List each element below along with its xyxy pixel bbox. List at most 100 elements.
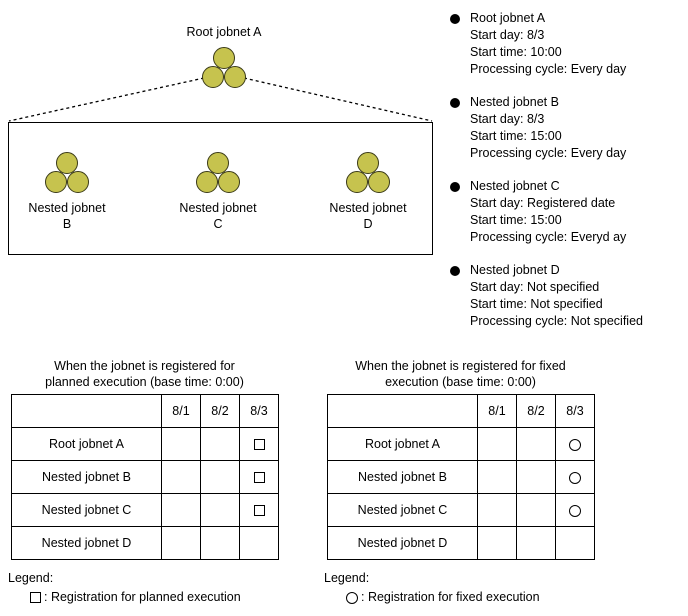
bullet-icon	[450, 14, 460, 24]
legend-entry: : Registration for fixed execution	[324, 587, 540, 607]
table-row: Root jobnet A	[327, 427, 595, 461]
planned-execution-caption: When the jobnet is registered for planne…	[45, 359, 244, 389]
root-jobnet-label: Root jobnet A	[186, 25, 262, 39]
circle-marker-icon	[569, 438, 581, 451]
schedule-cell	[516, 427, 556, 461]
schedule-cell	[239, 460, 279, 494]
circle-marker-icon	[569, 471, 581, 484]
table-header-row: 8/1 8/2 8/3	[11, 394, 279, 428]
jobnet-icon	[195, 152, 241, 194]
jobnet-start-day: Start day: Registered date	[470, 196, 616, 210]
jobnet-processing-cycle: Processing cycle: Everyd ay	[470, 230, 627, 244]
schedule-cell	[477, 427, 517, 461]
jobnet-name-cell: Nested jobnet C	[327, 493, 478, 527]
jobnet-property-title: Nested jobnet D	[470, 263, 560, 277]
column-header-cell: 8/1	[161, 394, 201, 428]
jobnet-hierarchy-diagram: Root jobnet A Nested jobnet B Nested job…	[0, 0, 440, 270]
schedule-cell	[516, 493, 556, 527]
jobnet-start-time: Start time: 15:00	[470, 129, 562, 143]
planned-execution-block: When the jobnet is registered for planne…	[11, 358, 279, 560]
jobnet-icon-circle-top	[207, 152, 229, 174]
jobnet-icon-circle-top	[357, 152, 379, 174]
schedule-cell	[477, 460, 517, 494]
jobnet-property-group: Root jobnet A Start day: 8/3 Start time:…	[448, 10, 688, 78]
schedule-cell	[239, 493, 279, 527]
fixed-execution-caption: When the jobnet is registered for fixed …	[355, 359, 566, 389]
column-header-cell: 8/3	[239, 394, 279, 428]
jobnet-processing-cycle: Processing cycle: Every day	[470, 146, 627, 160]
schedule-cell	[477, 493, 517, 527]
schedule-cell	[239, 427, 279, 461]
schedule-cell	[516, 460, 556, 494]
jobnet-icon-circle-right	[224, 66, 246, 88]
schedule-cell	[200, 460, 240, 494]
schedule-cell	[200, 526, 240, 560]
jobnet-processing-cycle: Processing cycle: Every day	[470, 62, 627, 76]
column-header-cell: 8/2	[200, 394, 240, 428]
jobnet-start-day: Start day: 8/3	[470, 112, 545, 126]
jobnet-start-day: Start day: Not specified	[470, 280, 600, 294]
jobnet-icon-circle-right	[368, 171, 390, 193]
legend-title: Legend:	[324, 571, 370, 585]
nested-jobnet-b-label: Nested jobnet B	[28, 201, 106, 231]
schedule-cell	[239, 526, 279, 560]
jobnet-name-cell: Root jobnet A	[11, 427, 162, 461]
jobnet-icon-circle-top	[213, 47, 235, 69]
schedule-cell	[200, 493, 240, 527]
jobnet-icon	[44, 152, 90, 194]
jobnet-icon	[345, 152, 391, 194]
schedule-cell	[555, 427, 595, 461]
jobnet-property-group: Nested jobnet C Start day: Registered da…	[448, 178, 688, 246]
table-row: Nested jobnet C	[11, 493, 279, 527]
column-header-cell: 8/2	[516, 394, 556, 428]
jobnet-processing-cycle: Processing cycle: Not specified	[470, 314, 643, 328]
column-header-cell: 8/3	[555, 394, 595, 428]
nested-jobnet-d-label: Nested jobnet D	[329, 201, 407, 231]
legend-entry-text: : Registration for planned execution	[44, 590, 241, 604]
schedule-cell	[555, 526, 595, 560]
legend-entry: : Registration for planned execution	[8, 587, 241, 607]
jobnet-icon-circle-right	[67, 171, 89, 193]
bullet-icon	[450, 98, 460, 108]
circle-marker-icon	[346, 591, 358, 604]
legend-title: Legend:	[8, 571, 54, 585]
jobnet-icon-circle-left	[196, 171, 218, 193]
jobnet-icon-circle-left	[45, 171, 67, 193]
nested-jobnet-c-label: Nested jobnet C	[179, 201, 257, 231]
schedule-cell	[555, 493, 595, 527]
column-header-cell: 8/1	[477, 394, 517, 428]
jobnet-icon-circle-right	[218, 171, 240, 193]
corner-header-cell	[327, 394, 478, 428]
jobnet-property-title: Nested jobnet B	[470, 95, 559, 109]
fixed-execution-legend: Legend: : Registration for fixed executi…	[324, 570, 540, 607]
jobnet-icon-circle-left	[346, 171, 368, 193]
table-row: Nested jobnet D	[11, 526, 279, 560]
jobnet-icon-circle-left	[202, 66, 224, 88]
jobnet-property-group: Nested jobnet B Start day: 8/3 Start tim…	[448, 94, 688, 162]
jobnet-property-group: Nested jobnet D Start day: Not specified…	[448, 262, 688, 330]
schedule-cell	[161, 526, 201, 560]
square-marker-icon	[253, 505, 265, 517]
schedule-cell	[161, 427, 201, 461]
planned-execution-legend: Legend: : Registration for planned execu…	[8, 570, 241, 607]
schedule-cell	[516, 526, 556, 560]
jobnet-start-time: Start time: 15:00	[470, 213, 562, 227]
square-marker-icon	[253, 472, 265, 484]
schedule-cell	[161, 493, 201, 527]
jobnet-start-time: Start time: Not specified	[470, 297, 603, 311]
table-row: Nested jobnet C	[327, 493, 595, 527]
jobnet-name-cell: Nested jobnet C	[11, 493, 162, 527]
jobnet-icon	[201, 47, 247, 89]
jobnet-name-cell: Nested jobnet B	[11, 460, 162, 494]
schedule-cell	[200, 427, 240, 461]
fixed-execution-block: When the jobnet is registered for fixed …	[327, 358, 595, 560]
table-row: Nested jobnet B	[327, 460, 595, 494]
corner-header-cell	[11, 394, 162, 428]
jobnet-name-cell: Root jobnet A	[327, 427, 478, 461]
jobnet-name-cell: Nested jobnet D	[11, 526, 162, 560]
square-marker-icon	[253, 439, 265, 451]
legend-entry-text: : Registration for fixed execution	[361, 590, 540, 604]
table-header-row: 8/1 8/2 8/3	[327, 394, 595, 428]
